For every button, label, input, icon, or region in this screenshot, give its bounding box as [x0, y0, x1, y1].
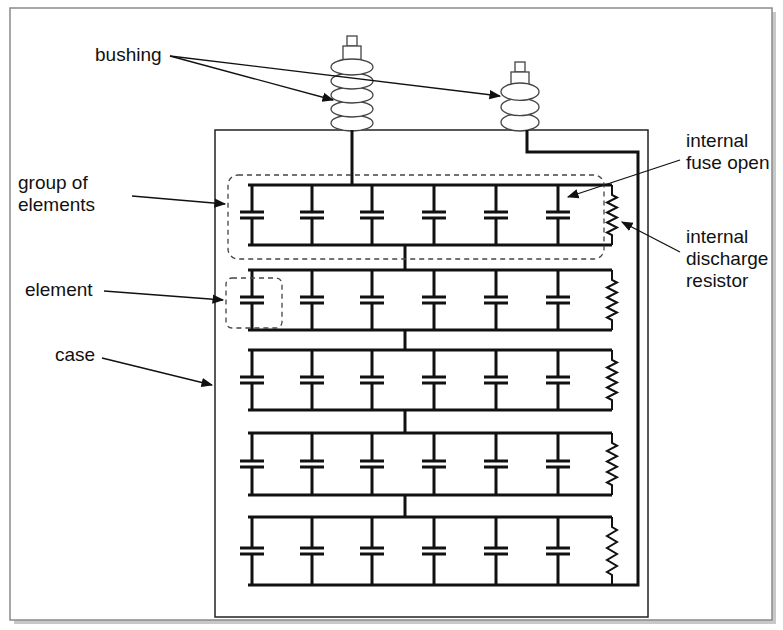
bushings: [331, 36, 539, 131]
capacitor-element: [360, 270, 384, 330]
capacitor-element: [422, 270, 446, 330]
capacitor-element: [422, 433, 446, 495]
capacitor-element: [484, 350, 508, 410]
resistor-symbol: [607, 433, 617, 495]
capacitor-element: [422, 517, 446, 585]
capacitor-element: [546, 517, 570, 585]
capacitor-element: [240, 185, 264, 245]
capacitor-element: [300, 517, 324, 585]
capacitor-element: [300, 433, 324, 495]
capacitor-element: [240, 350, 264, 410]
callout-label: internal discharge resistor: [686, 226, 781, 292]
capacitor-element: [546, 433, 570, 495]
circuit: [240, 130, 638, 585]
callout-label: group of elements: [18, 172, 130, 216]
capacitor-element: [546, 350, 570, 410]
capacitor-element: [240, 517, 264, 585]
capacitor-element: [484, 270, 508, 330]
leader-line: [568, 160, 680, 197]
group-outline: [228, 175, 604, 259]
resistor-symbol: [607, 185, 617, 245]
wire: [404, 330, 407, 350]
leader-line: [102, 358, 212, 385]
leader-line: [170, 56, 333, 100]
capacitor-element: [240, 270, 264, 330]
leader-line: [622, 222, 680, 252]
capacitor-element: [240, 433, 264, 495]
wire: [351, 130, 354, 185]
leader-lines: [102, 56, 680, 385]
leader-line: [104, 291, 223, 300]
capacitor-element: [300, 185, 324, 245]
capacitor-element: [360, 433, 384, 495]
frame: [10, 8, 772, 620]
capacitor-element: [546, 185, 570, 245]
resistor-symbol: [607, 350, 617, 410]
case-outline: [215, 130, 648, 617]
capacitor-element: [546, 270, 570, 330]
leader-line: [170, 56, 500, 96]
bushing-cap: [347, 36, 357, 46]
capacitor-element: [300, 270, 324, 330]
element-outline: [226, 278, 282, 328]
wire: [404, 495, 407, 517]
callout-label: case: [55, 344, 101, 366]
bushing-shed: [331, 59, 373, 75]
resistor-symbol: [607, 270, 617, 330]
capacitor-element: [422, 185, 446, 245]
callout-label: element: [25, 279, 103, 301]
capacitor-element: [300, 350, 324, 410]
wire: [404, 245, 407, 270]
capacitor-element: [360, 350, 384, 410]
bushing-shed: [501, 83, 539, 100]
leader-line: [132, 196, 225, 204]
callout-label: internal fuse open: [686, 130, 781, 174]
capacitor-element: [484, 185, 508, 245]
resistor-symbol: [607, 517, 617, 585]
bushing-cap: [515, 62, 525, 72]
capacitor-element: [484, 517, 508, 585]
capacitor-element: [422, 350, 446, 410]
wire: [404, 410, 407, 433]
capacitor-element: [484, 433, 508, 495]
callout-label: bushing: [95, 44, 175, 66]
capacitor-element: [360, 185, 384, 245]
capacitor-element: [360, 517, 384, 585]
